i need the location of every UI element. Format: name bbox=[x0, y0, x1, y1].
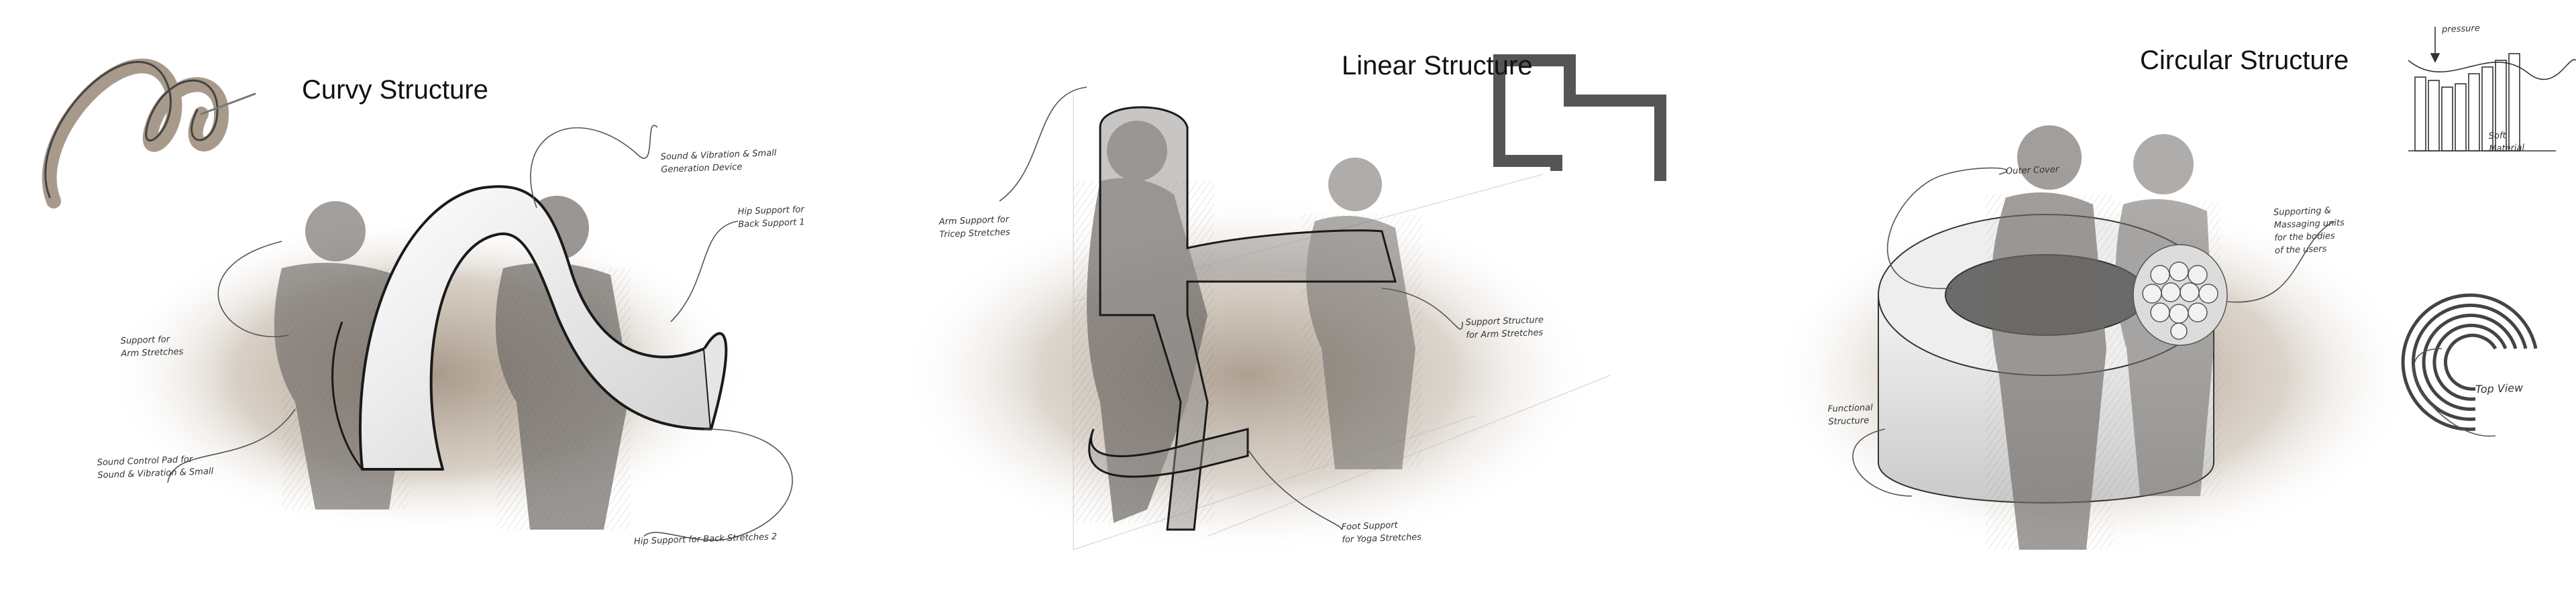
pressure-inset-diagram bbox=[2408, 27, 2576, 152]
annotation-sound-control-pad: Sound Control Pad for Sound & Vibration … bbox=[97, 455, 214, 481]
linear-sketch bbox=[899, 54, 1666, 556]
leader-lines bbox=[999, 86, 1463, 530]
annotation-soft-material: Soft Material bbox=[2488, 131, 2525, 154]
annotation-arm-support: Support for Arm Stretches bbox=[120, 335, 184, 359]
linear-logo-icon bbox=[1493, 54, 1666, 181]
annotation-pressure: pressure bbox=[2441, 23, 2480, 35]
annotation-arm-support-structure: Support Structure for Arm Stretches bbox=[1465, 314, 1544, 341]
spiral-thumbnail-icon bbox=[42, 58, 256, 208]
leader-lines bbox=[1852, 167, 2496, 497]
panel-curvy-structure: Curvy Structure Sound & Vibration & Smal… bbox=[0, 0, 872, 600]
annotation-top-view: Top View bbox=[2475, 381, 2524, 396]
panel-title: Curvy Structure bbox=[302, 75, 488, 105]
human-figure-front bbox=[1986, 125, 2113, 550]
panel-circular-structure: Circular Structure Outer Cover pressure … bbox=[1744, 0, 2576, 600]
annotation-foot-support: Foot Support for Yoga Stretches bbox=[1341, 520, 1422, 546]
annotation-functional-structure: Functional Structure bbox=[1827, 402, 1873, 428]
annotation-arm-support-tricep: Arm Support for Tricep Stretches bbox=[938, 215, 1010, 240]
annotation-massaging-units: Supporting & Massaging units for the bod… bbox=[2273, 205, 2345, 256]
panel-linear-structure: Linear Structure Arm Support for Tricep … bbox=[872, 0, 1744, 600]
curvy-sketch bbox=[42, 58, 793, 541]
annotation-sound-device: Sound & Vibration & Small Generation Dev… bbox=[660, 147, 777, 176]
circular-sketch bbox=[1771, 27, 2576, 556]
curvy-ribbon bbox=[331, 185, 728, 471]
annotation-outer-cover: Outer Cover bbox=[2005, 164, 2059, 177]
tube-cross-section bbox=[2133, 244, 2228, 346]
panel-title: Linear Structure bbox=[1342, 51, 1533, 80]
linear-ribbon bbox=[1088, 106, 1397, 531]
panel-title: Circular Structure bbox=[2140, 46, 2349, 75]
leader-lines bbox=[167, 125, 793, 541]
top-view-rings-icon bbox=[2401, 293, 2538, 431]
annotation-hip-support-1: Hip Support for Back Support 1 bbox=[737, 204, 806, 230]
